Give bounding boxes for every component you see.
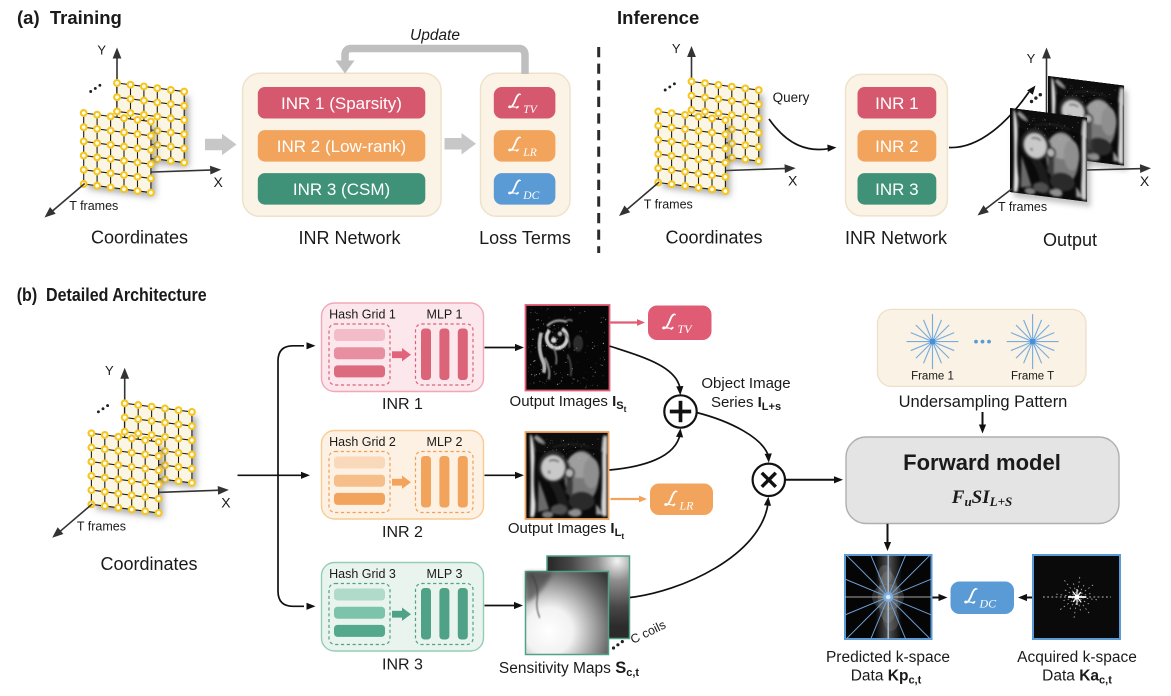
svg-text:INR Network: INR Network: [298, 228, 401, 248]
svg-text:INR 1: INR 1: [382, 396, 423, 413]
svg-text:FuSIL+S: FuSIL+S: [951, 487, 1012, 509]
svg-text:Object Image: Object Image: [701, 375, 790, 392]
svg-text:X: X: [1140, 173, 1150, 189]
svg-text:Coordinates: Coordinates: [91, 228, 188, 248]
svg-text:Hash Grid 3: Hash Grid 3: [329, 567, 396, 581]
svg-text:LR: LR: [522, 147, 536, 159]
svg-text:MLP 3: MLP 3: [427, 567, 463, 581]
svg-text:Query: Query: [773, 90, 810, 105]
svg-text:Output: Output: [1043, 230, 1097, 250]
svg-text:MLP 1: MLP 1: [427, 308, 463, 322]
svg-text:(b) Detailed Architecture: (b) Detailed Architecture: [17, 284, 207, 305]
svg-text:(a) Training: (a) Training: [17, 7, 122, 28]
svg-text:Frame 1: Frame 1: [911, 371, 954, 383]
svg-text:INR 3: INR 3: [875, 180, 918, 199]
svg-text:T frames: T frames: [998, 200, 1047, 214]
svg-text:Coordinates: Coordinates: [665, 228, 762, 248]
svg-text:TV: TV: [678, 322, 694, 336]
svg-text:Frame T: Frame T: [1011, 371, 1054, 383]
svg-text:INR 3: INR 3: [382, 657, 423, 674]
svg-text:INR 2 (Low-rank): INR 2 (Low-rank): [277, 137, 406, 156]
svg-text:Y: Y: [1027, 51, 1036, 66]
svg-text:INR 2: INR 2: [382, 524, 423, 541]
svg-text:Sensitivity Maps Sc,t: Sensitivity Maps Sc,t: [499, 659, 639, 679]
svg-text:Undersampling Pattern: Undersampling Pattern: [899, 393, 1068, 411]
svg-text:Acquired k-space: Acquired k-space: [1017, 649, 1137, 666]
svg-text:Loss Terms: Loss Terms: [479, 228, 571, 248]
svg-text:Predicted k-space: Predicted k-space: [826, 649, 950, 666]
svg-text:INR 1 (Sparsity): INR 1 (Sparsity): [281, 94, 402, 113]
svg-text:Hash Grid 2: Hash Grid 2: [329, 435, 396, 449]
svg-text:DC: DC: [522, 190, 539, 202]
svg-text:INR 1: INR 1: [875, 94, 918, 113]
svg-text:Data Kac,t: Data Kac,t: [1042, 668, 1112, 687]
svg-text:Data Kpc,t: Data Kpc,t: [851, 668, 922, 687]
svg-text:Output Images ILt: Output Images ILt: [508, 520, 624, 541]
svg-text:INR 2: INR 2: [875, 137, 918, 156]
svg-text:TV: TV: [523, 104, 538, 116]
svg-text:Hash Grid 1: Hash Grid 1: [329, 308, 396, 322]
svg-text:Coordinates: Coordinates: [100, 554, 197, 574]
svg-text:Update: Update: [410, 27, 460, 44]
svg-text:DC: DC: [979, 597, 998, 611]
svg-text:INR 3 (CSM): INR 3 (CSM): [293, 180, 390, 199]
svg-text:LR: LR: [679, 499, 695, 513]
svg-text:Inference: Inference: [617, 7, 699, 28]
svg-text:MLP 2: MLP 2: [427, 435, 463, 449]
svg-text:Output Images ISt: Output Images ISt: [510, 393, 627, 414]
svg-text:Forward model: Forward model: [903, 450, 1061, 475]
svg-text:INR Network: INR Network: [845, 228, 948, 248]
